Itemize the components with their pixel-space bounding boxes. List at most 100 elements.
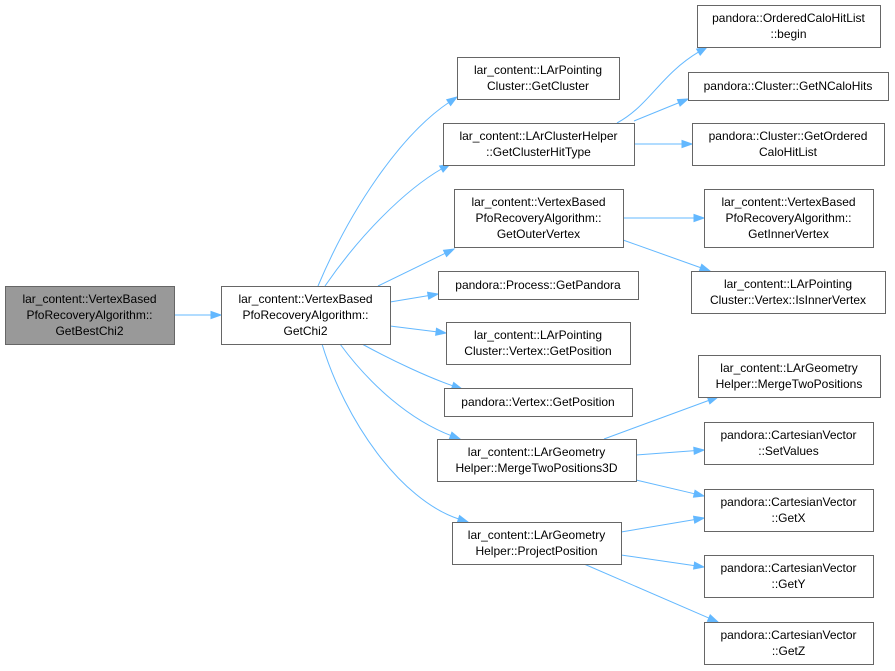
edge-arrowhead — [681, 139, 694, 149]
node-box[interactable] — [452, 522, 622, 565]
edge-getOuterVertex-to-getInnerVertex — [623, 213, 706, 223]
node-box[interactable] — [444, 388, 633, 417]
node-box[interactable] — [437, 439, 637, 482]
node-label-line: ::GetClusterHitType — [486, 145, 591, 159]
edge-line — [620, 519, 696, 533]
edge-line — [633, 101, 680, 122]
node-box[interactable] — [704, 555, 874, 598]
edge-arrowhead — [695, 46, 709, 56]
node-box[interactable] — [446, 322, 631, 365]
node-projectPosition[interactable]: lar_content::LArGeometryHelper::ProjectP… — [452, 522, 622, 565]
edge-getBestChi2-to-getChi2 — [174, 310, 223, 320]
edge-mergeTwoPositions3D-to-getX — [635, 479, 706, 498]
node-label-line: GetInnerVertex — [748, 227, 829, 241]
node-label-line: pandora::CartesianVector — [720, 628, 856, 642]
node-label-line: ::GetY — [771, 577, 805, 591]
node-label-line: PfoRecoveryAlgorithm:: — [26, 308, 152, 322]
edge-line — [317, 101, 450, 287]
node-pointingVertexGetPosition[interactable]: lar_content::LArPointingCluster::Vertex:… — [446, 322, 631, 365]
edge-line — [321, 343, 460, 520]
node-box[interactable] — [704, 422, 874, 465]
node-box[interactable] — [697, 5, 881, 48]
node-label-line: GetOuterVertex — [497, 227, 580, 241]
node-isInnerVertex[interactable]: lar_content::LArPointingCluster::Vertex:… — [691, 271, 886, 314]
node-getOuterVertex[interactable]: lar_content::VertexBasedPfoRecoveryAlgor… — [454, 189, 624, 248]
node-mergeTwoPositions3D[interactable]: lar_content::LArGeometryHelper::MergeTwo… — [437, 439, 637, 482]
edge-arrowhead — [706, 396, 720, 405]
node-orderedCaloHitListBegin[interactable]: pandora::OrderedCaloHitList::begin — [697, 5, 881, 48]
node-getBestChi2[interactable]: lar_content::VertexBasedPfoRecoveryAlgor… — [5, 286, 175, 345]
edge-getChi2-to-pointingVertexGetPosition — [389, 325, 448, 336]
node-box[interactable] — [221, 286, 391, 345]
node-getClusterHitType[interactable]: lar_content::LArClusterHelper::GetCluste… — [443, 123, 635, 166]
node-getNCaloHits[interactable]: pandora::Cluster::GetNCaloHits — [688, 72, 889, 101]
edge-arrowhead — [426, 291, 440, 300]
edge-getClusterHitType-to-orderedCaloHitListBegin — [616, 46, 709, 124]
node-box[interactable] — [704, 189, 874, 248]
node-label-line: lar_content::LArPointing — [724, 277, 852, 291]
node-label-line: CaloHitList — [759, 145, 818, 159]
node-getPandora[interactable]: pandora::Process::GetPandora — [438, 271, 639, 300]
edge-line — [635, 450, 696, 456]
edge-getChi2-to-getCluster — [317, 96, 459, 287]
edge-mergeTwoPositions3D-to-setValues — [635, 446, 706, 456]
edge-getChi2-to-mergeTwoPositions3D — [339, 343, 462, 440]
node-box[interactable] — [704, 622, 874, 665]
node-label-line: PfoRecoveryAlgorithm:: — [725, 211, 851, 225]
node-box[interactable] — [438, 271, 639, 300]
edge-line — [603, 399, 710, 440]
node-box[interactable] — [457, 57, 620, 100]
edge-arrowhead — [693, 213, 706, 223]
node-vertexGetPosition[interactable]: pandora::Vertex::GetPosition — [444, 388, 633, 417]
node-mergeTwoPositions[interactable]: lar_content::LArGeometryHelper::MergeTwo… — [698, 355, 881, 398]
edge-mergeTwoPositions3D-to-mergeTwoPositions — [603, 396, 720, 440]
edge-arrowhead — [435, 327, 448, 336]
edge-line — [583, 563, 710, 619]
node-getCluster[interactable]: lar_content::LArPointingCluster::GetClus… — [457, 57, 620, 100]
edge-arrowhead — [706, 613, 720, 623]
node-box[interactable] — [454, 189, 624, 248]
edge-line — [620, 554, 696, 567]
node-box[interactable] — [688, 72, 889, 101]
node-label-line: lar_content::LArPointing — [474, 63, 602, 77]
node-box[interactable] — [692, 123, 885, 166]
node-box[interactable] — [691, 271, 886, 314]
edge-arrowhead — [693, 446, 706, 455]
node-label-line: PfoRecoveryAlgorithm:: — [475, 211, 601, 225]
edge-projectPosition-to-getX — [620, 515, 706, 533]
node-label-line: Helper::ProjectPosition — [475, 544, 597, 558]
node-setValues[interactable]: pandora::CartesianVector::SetValues — [704, 422, 874, 465]
edge-line — [361, 343, 454, 387]
node-getChi2[interactable]: lar_content::VertexBasedPfoRecoveryAlgor… — [221, 286, 391, 345]
edge-arrowhead — [692, 515, 706, 524]
node-label-line: lar_content::LArClusterHelper — [459, 129, 617, 143]
node-getX[interactable]: pandora::CartesianVector::GetX — [704, 489, 874, 532]
node-box[interactable] — [443, 123, 635, 166]
edge-arrowhead — [676, 98, 690, 107]
node-box[interactable] — [5, 286, 175, 345]
node-label-line: lar_content::VertexBased — [721, 195, 855, 209]
edge-arrowhead — [456, 514, 470, 523]
edge-arrowhead — [210, 310, 223, 320]
edge-getChi2-to-getOuterVertex — [377, 248, 456, 287]
node-label-line: lar_content::LArGeometry — [468, 445, 605, 459]
node-getZ[interactable]: pandora::CartesianVector::GetZ — [704, 622, 874, 665]
edge-getClusterHitType-to-getOrderedCaloHitList — [634, 139, 694, 149]
node-label-line: pandora::CartesianVector — [720, 561, 856, 575]
node-box[interactable] — [704, 489, 874, 532]
node-box[interactable] — [698, 355, 881, 398]
node-label-line: pandora::OrderedCaloHitList — [712, 11, 865, 25]
node-label-line: pandora::Cluster::GetOrdered — [709, 129, 868, 143]
edge-getChi2-to-getPandora — [389, 291, 440, 303]
node-label-line: pandora::Process::GetPandora — [455, 278, 621, 292]
node-getInnerVertex[interactable]: lar_content::VertexBasedPfoRecoveryAlgor… — [704, 189, 874, 248]
node-label-line: pandora::Cluster::GetNCaloHits — [704, 79, 873, 93]
node-getY[interactable]: pandora::CartesianVector::GetY — [704, 555, 874, 598]
edge-line — [635, 479, 696, 495]
node-label-line: lar_content::VertexBased — [22, 292, 156, 306]
edge-arrowhead — [693, 561, 706, 570]
edge-getChi2-to-getClusterHitType — [324, 163, 452, 287]
node-label-line: ::GetX — [771, 511, 805, 525]
